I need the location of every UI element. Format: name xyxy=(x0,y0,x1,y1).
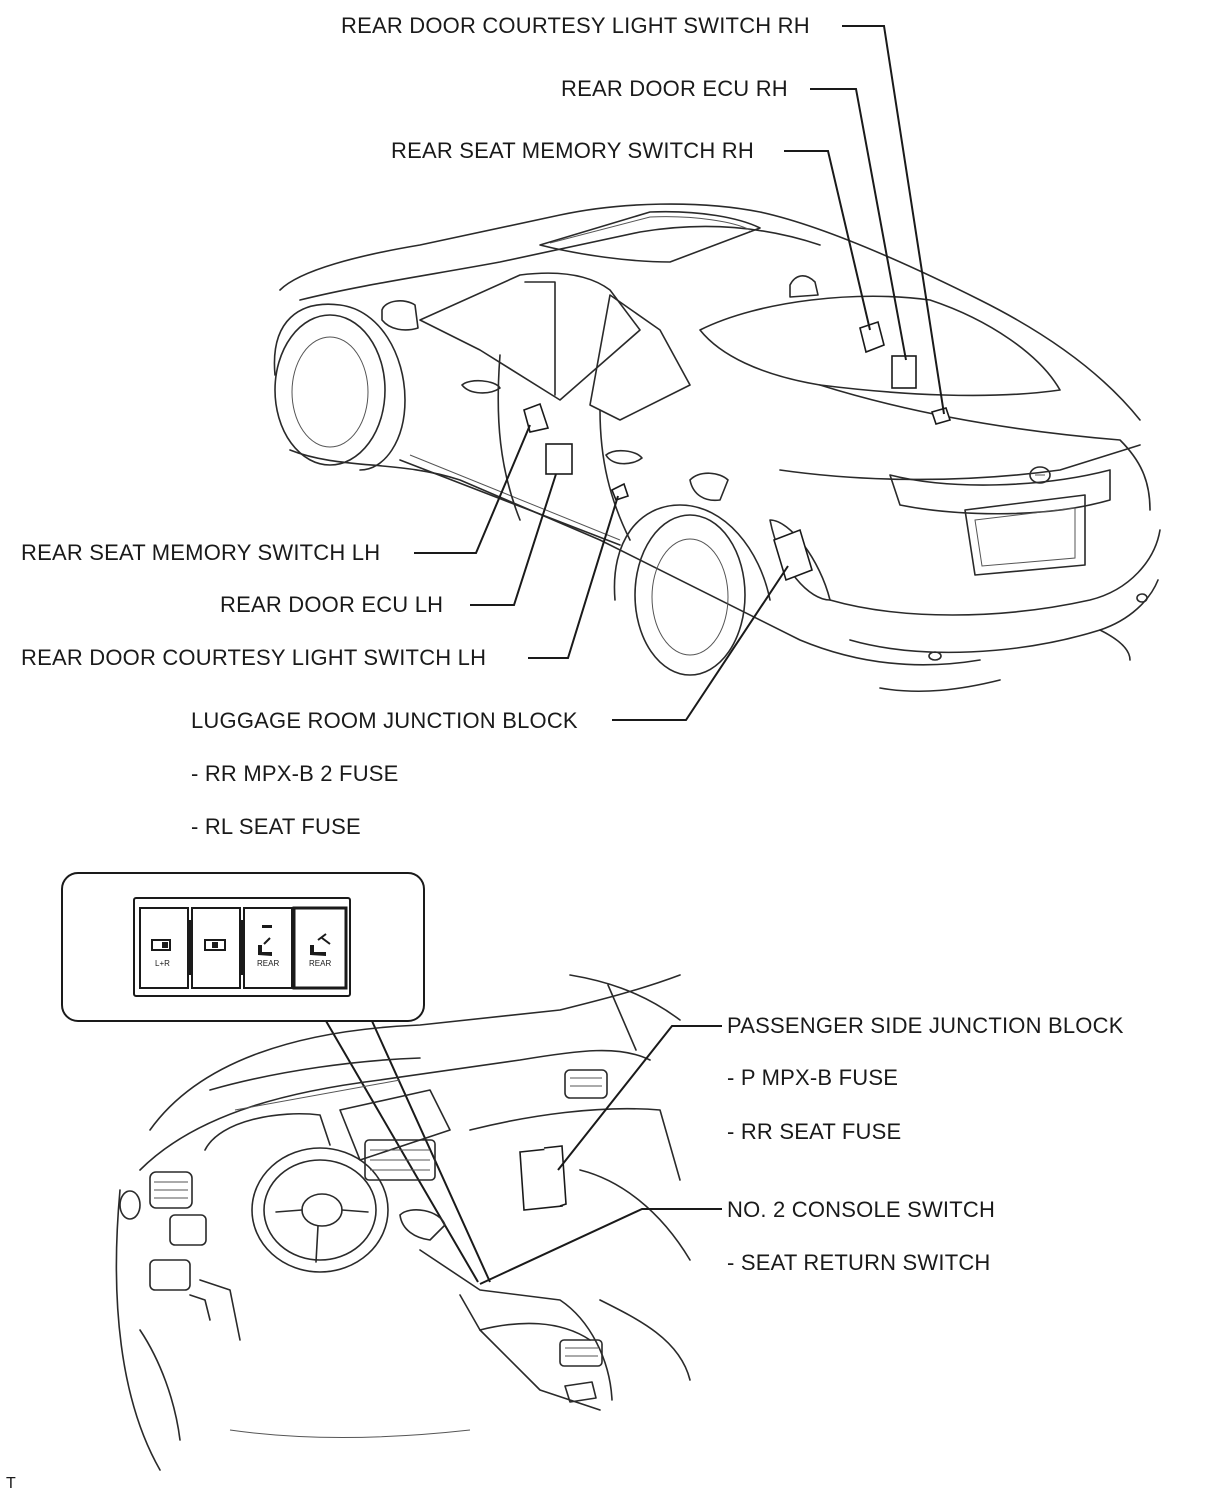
label-rear-seat-memory-switch-lh: REAR SEAT MEMORY SWITCH LH xyxy=(21,540,381,565)
rear-door-ecu-rh-part xyxy=(891,355,917,389)
label-rear-door-courtesy-light-switch-rh: REAR DOOR COURTESY LIGHT SWITCH RH xyxy=(341,13,810,38)
label-rr-seat-fuse: - RR SEAT FUSE xyxy=(727,1119,902,1144)
car-illustration xyxy=(273,203,1161,693)
label-rear-seat-memory-switch-rh: REAR SEAT MEMORY SWITCH RH xyxy=(391,138,754,163)
label-p-mpx-b-fuse: - P MPX-B FUSE xyxy=(727,1065,899,1090)
svg-text:REAR: REAR xyxy=(257,959,279,968)
label-rr-mpx-b-2-fuse: - RR MPX-B 2 FUSE xyxy=(191,761,399,786)
corner-mark: T xyxy=(6,1475,16,1492)
leader-lines-lower xyxy=(479,1025,722,1285)
label-seat-return-switch: - SEAT RETURN SWITCH xyxy=(727,1250,991,1275)
seat-return-icon: REAR xyxy=(309,933,331,968)
luggage-room-jb-part xyxy=(773,528,813,582)
label-rear-door-ecu-rh: REAR DOOR ECU RH xyxy=(561,76,788,101)
label-no-2-console-switch: NO. 2 CONSOLE SWITCH xyxy=(727,1197,996,1222)
rear-door-courtesy-lh-part xyxy=(610,482,630,501)
leader-lines-upper xyxy=(414,25,945,721)
car-parts xyxy=(523,320,952,582)
inset-switch-panel: L+R REAR REAR xyxy=(61,872,491,1283)
label-rear-door-ecu-lh: REAR DOOR ECU LH xyxy=(220,592,444,617)
label-rear-door-courtesy-light-switch-lh: REAR DOOR COURTESY LIGHT SWITCH LH xyxy=(21,645,487,670)
seat-rear-icon: REAR xyxy=(257,925,279,968)
rear-door-ecu-lh-part xyxy=(545,443,573,475)
svg-text:REAR: REAR xyxy=(309,959,331,968)
rear-seat-memory-switch-rh-part xyxy=(859,320,885,354)
seat-recline-icon xyxy=(204,939,226,951)
label-passenger-side-junction-block: PASSENGER SIDE JUNCTION BLOCK xyxy=(727,1013,1124,1038)
rear-door-courtesy-rh-part xyxy=(930,407,952,425)
label-rl-seat-fuse: - RL SEAT FUSE xyxy=(191,814,361,839)
passenger-jb-part xyxy=(519,1145,567,1211)
interior-illustration xyxy=(115,974,691,1471)
svg-text:L+R: L+R xyxy=(155,959,170,968)
label-luggage-room-junction-block: LUGGAGE ROOM JUNCTION BLOCK xyxy=(191,708,578,733)
rear-seat-memory-switch-lh-part xyxy=(523,402,550,433)
seat-lr-icon: L+R xyxy=(151,939,171,968)
